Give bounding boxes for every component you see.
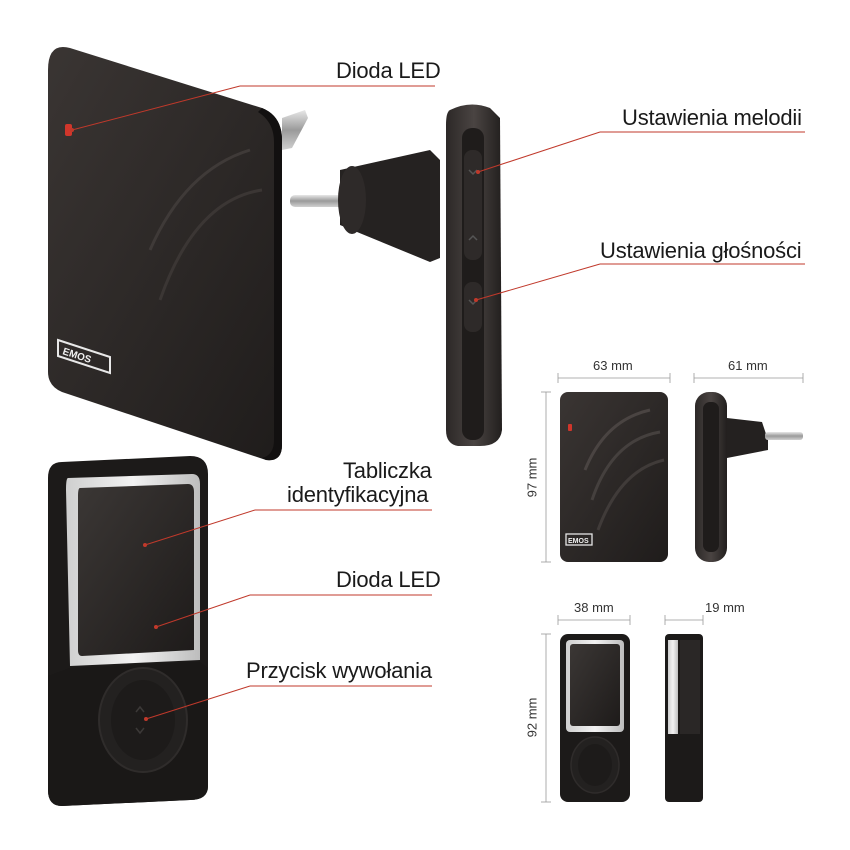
label-name-plate-line1: Tabliczka: [343, 458, 432, 483]
button-side-dimension-view: [665, 634, 703, 802]
volume-button: [464, 282, 482, 332]
dimension-lines: [541, 373, 804, 803]
callout-lines: [71, 85, 805, 720]
name-plate: [78, 484, 194, 656]
push-button-front-view: [48, 456, 208, 806]
dim-button-height: 92 mm: [524, 697, 540, 738]
melody-button: [464, 150, 482, 260]
dim-receiver-depth: 61 mm: [728, 358, 768, 373]
receiver-side-view: [290, 104, 502, 446]
label-name-plate-line2: identyfikacyjna: [287, 482, 429, 507]
label-led-button: Dioda LED: [336, 567, 441, 592]
receiver-front-view: EMOS: [48, 46, 308, 461]
receiver-led: [65, 124, 72, 136]
svg-text:EMOS: EMOS: [568, 538, 589, 545]
receiver-front-dimension-view: EMOS: [560, 392, 668, 562]
dim-button-depth: 19 mm: [705, 600, 745, 615]
dim-receiver-height: 97 mm: [524, 457, 540, 498]
label-led-receiver: Dioda LED: [336, 58, 441, 83]
label-volume-settings: Ustawienia głośności: [600, 238, 802, 263]
button-front-dimension-view: [560, 634, 630, 802]
dim-button-width: 38 mm: [574, 600, 614, 615]
dim-receiver-width: 63 mm: [593, 358, 633, 373]
label-call-button: Przycisk wywołania: [246, 658, 432, 683]
receiver-side-dimension-view: [695, 392, 803, 562]
label-melody-settings: Ustawienia melodii: [622, 105, 802, 130]
